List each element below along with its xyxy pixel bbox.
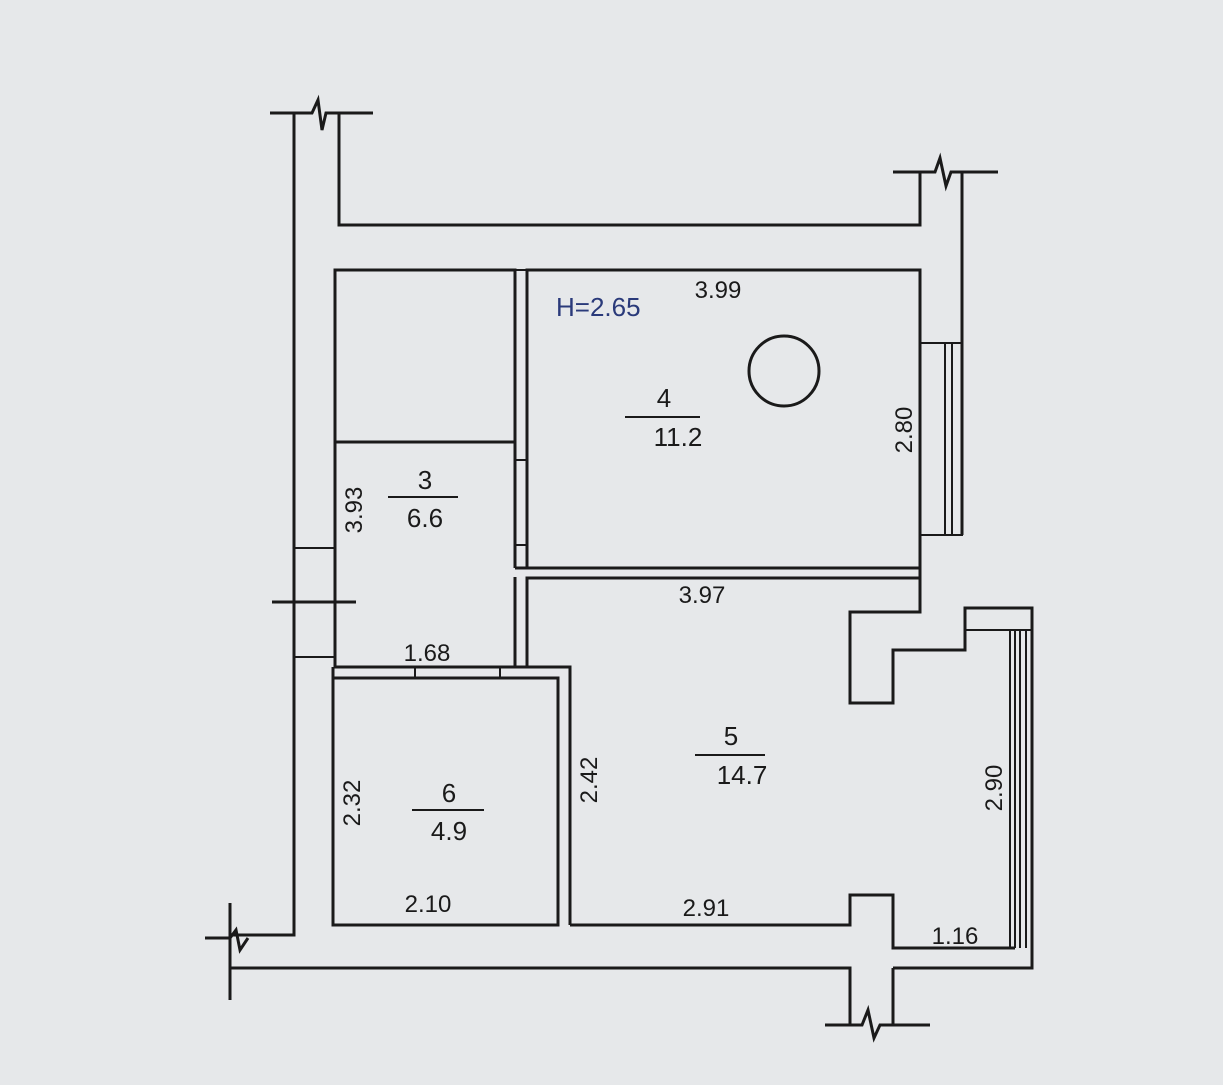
- balcony: [965, 629, 1032, 948]
- ceiling-height-label: H=2.65: [556, 292, 641, 322]
- dim-room5-left: 2.42: [576, 757, 603, 804]
- room-6: [331, 665, 572, 927]
- dim-room4-right: 2.80: [891, 407, 918, 454]
- dim-balcony-bottom: 1.16: [932, 923, 979, 950]
- dimension-labels: 3.99 2.80 3.97 3.93 1.68 2.32 2.10 2.42 …: [339, 277, 1008, 950]
- room-6-number: 6: [442, 778, 456, 808]
- room-5-number: 5: [724, 721, 738, 751]
- room-6-area: 4.9: [431, 816, 467, 846]
- closet: [333, 268, 527, 568]
- room-3-number: 3: [418, 465, 432, 495]
- room-4-number: 4: [657, 383, 671, 413]
- entrance-door: [272, 547, 356, 658]
- dim-room3-bottom: 1.68: [404, 640, 451, 667]
- dim-room5-bottom: 2.91: [683, 895, 730, 922]
- dim-room3-left: 3.93: [341, 487, 368, 534]
- dim-balcony-right: 2.90: [981, 765, 1008, 812]
- round-fixture-icon: [747, 334, 821, 408]
- room-4-area: 11.2: [654, 422, 703, 452]
- room-5-area: 14.7: [717, 760, 768, 790]
- room-3-area: 6.6: [407, 503, 443, 533]
- dim-room6-left: 2.32: [339, 780, 366, 827]
- room-5: [525, 578, 1015, 950]
- dim-room4-top: 3.99: [695, 277, 742, 304]
- room-labels: H=2.65 3 6.6 4 11.2 5 14.7 6 4.9: [388, 292, 767, 846]
- dim-room4-bottom: 3.97: [679, 582, 726, 609]
- dim-room6-bottom: 2.10: [405, 891, 452, 918]
